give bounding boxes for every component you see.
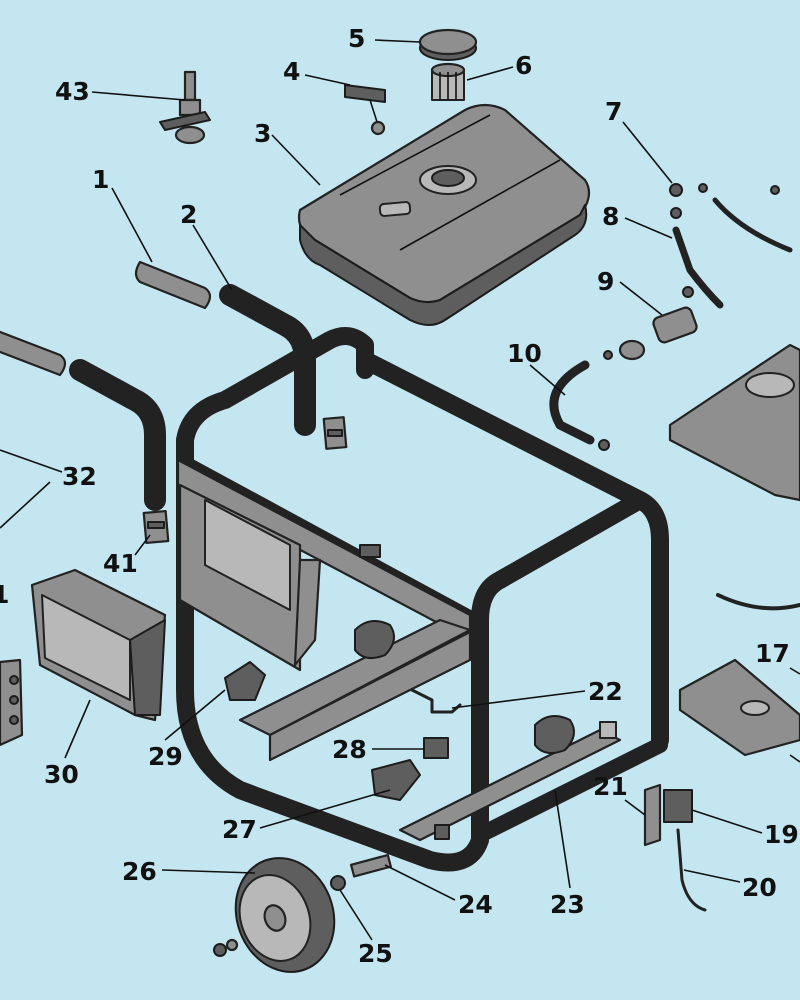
label-5: 5 xyxy=(348,24,365,53)
bracket-21 xyxy=(643,783,662,847)
label-4: 4 xyxy=(283,57,300,86)
fuel-strainer xyxy=(430,62,466,101)
label-9: 9 xyxy=(597,267,614,296)
label-30: 30 xyxy=(44,760,79,789)
handle-right xyxy=(134,260,348,450)
label-8: 8 xyxy=(602,202,619,231)
label-17: 17 xyxy=(755,639,790,668)
label-27: 27 xyxy=(222,815,257,844)
control-box xyxy=(30,568,167,722)
label-2: 2 xyxy=(180,200,197,229)
part-numbers: 5 4 6 43 3 7 8 9 10 1 2 32 41 1 30 29 22… xyxy=(0,24,799,968)
label-32: 32 xyxy=(62,462,97,491)
label-20: 20 xyxy=(742,873,777,902)
fuel-tank xyxy=(297,103,591,326)
mount-29 xyxy=(224,661,266,701)
label-7: 7 xyxy=(605,97,622,126)
engine-mounts xyxy=(354,620,575,755)
cover-plate xyxy=(668,343,800,502)
label-21: 21 xyxy=(593,772,628,801)
label-1-left: 1 xyxy=(0,580,9,609)
control-panel xyxy=(0,658,24,747)
mount-28 xyxy=(423,737,449,759)
label-43: 43 xyxy=(55,77,90,106)
fuel-cap xyxy=(418,28,478,61)
label-26: 26 xyxy=(122,857,157,886)
fuel-line-parts xyxy=(549,183,793,451)
handle-left xyxy=(0,330,170,545)
label-22: 22 xyxy=(588,677,623,706)
mount-27 xyxy=(371,759,421,801)
label-1: 1 xyxy=(92,165,109,194)
label-19: 19 xyxy=(764,820,799,849)
label-10: 10 xyxy=(507,339,542,368)
tray-17 xyxy=(678,593,800,757)
label-24: 24 xyxy=(458,890,493,919)
fuel-gauge xyxy=(344,84,386,136)
bracket-22 xyxy=(410,688,462,714)
axle xyxy=(330,853,392,891)
frame-panel xyxy=(176,458,622,842)
label-41: 41 xyxy=(103,549,138,578)
regulator-19 xyxy=(663,789,693,823)
label-28: 28 xyxy=(332,735,367,764)
label-6: 6 xyxy=(515,51,532,80)
fuel-valve xyxy=(159,70,211,145)
label-23: 23 xyxy=(550,890,585,919)
wheel xyxy=(213,857,336,973)
label-3: 3 xyxy=(254,119,271,148)
label-25: 25 xyxy=(358,939,393,968)
wire-20 xyxy=(676,828,707,912)
leader-lines xyxy=(0,39,800,941)
label-29: 29 xyxy=(148,742,183,771)
